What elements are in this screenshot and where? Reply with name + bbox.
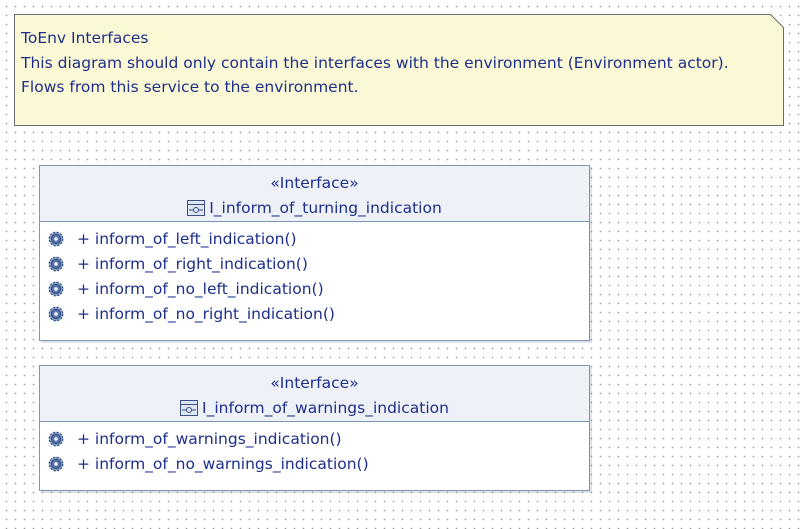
- operation-item[interactable]: + inform_of_no_left_indication(): [40, 276, 589, 301]
- operation-gear-icon: [48, 256, 64, 271]
- operations-list: + inform_of_warnings_indication() + info…: [40, 422, 589, 476]
- interface-name: I_inform_of_turning_indication: [209, 199, 442, 217]
- interface-turning-indication[interactable]: «Interface» I_inform_of_turning_indicati…: [39, 165, 590, 341]
- operation-label: + inform_of_right_indication(): [77, 254, 308, 273]
- operation-gear-icon: [48, 231, 64, 246]
- interface-header: «Interface» I_inform_of_turning_indicati…: [40, 166, 589, 222]
- operation-gear-icon: [48, 281, 64, 296]
- operation-label: + inform_of_no_left_indication(): [77, 279, 324, 298]
- operation-label: + inform_of_no_right_indication(): [77, 304, 335, 323]
- operation-item[interactable]: + inform_of_warnings_indication(): [40, 426, 589, 451]
- diagram-note[interactable]: ToEnv Interfaces This diagram should onl…: [14, 14, 784, 126]
- interface-stereotype: «Interface»: [270, 174, 359, 192]
- note-title: ToEnv Interfaces: [21, 29, 149, 47]
- interface-name: I_inform_of_warnings_indication: [202, 399, 449, 417]
- operation-gear-icon: [48, 306, 64, 321]
- operations-list: + inform_of_left_indication() + inform_o…: [40, 222, 589, 326]
- operation-item[interactable]: + inform_of_no_warnings_indication(): [40, 451, 589, 476]
- operation-label: + inform_of_warnings_indication(): [77, 429, 342, 448]
- operation-label: + inform_of_no_warnings_indication(): [77, 454, 369, 473]
- operation-item[interactable]: + inform_of_no_right_indication(): [40, 301, 589, 326]
- operation-gear-icon: [48, 456, 64, 471]
- operation-gear-icon: [48, 431, 64, 446]
- interface-icon: [180, 400, 199, 416]
- interface-warnings-indication[interactable]: «Interface» I_inform_of_warnings_indicat…: [39, 365, 590, 491]
- interface-header: «Interface» I_inform_of_warnings_indicat…: [40, 366, 589, 422]
- interface-icon: [187, 200, 206, 216]
- note-flow-text: Flows from this service to the environme…: [21, 78, 359, 96]
- interface-stereotype: «Interface»: [270, 374, 359, 392]
- operation-item[interactable]: + inform_of_right_indication(): [40, 251, 589, 276]
- note-description: This diagram should only contain the int…: [21, 53, 729, 72]
- operation-label: + inform_of_left_indication(): [77, 229, 297, 248]
- note-corner-fold: [770, 14, 784, 28]
- operation-item[interactable]: + inform_of_left_indication(): [40, 226, 589, 251]
